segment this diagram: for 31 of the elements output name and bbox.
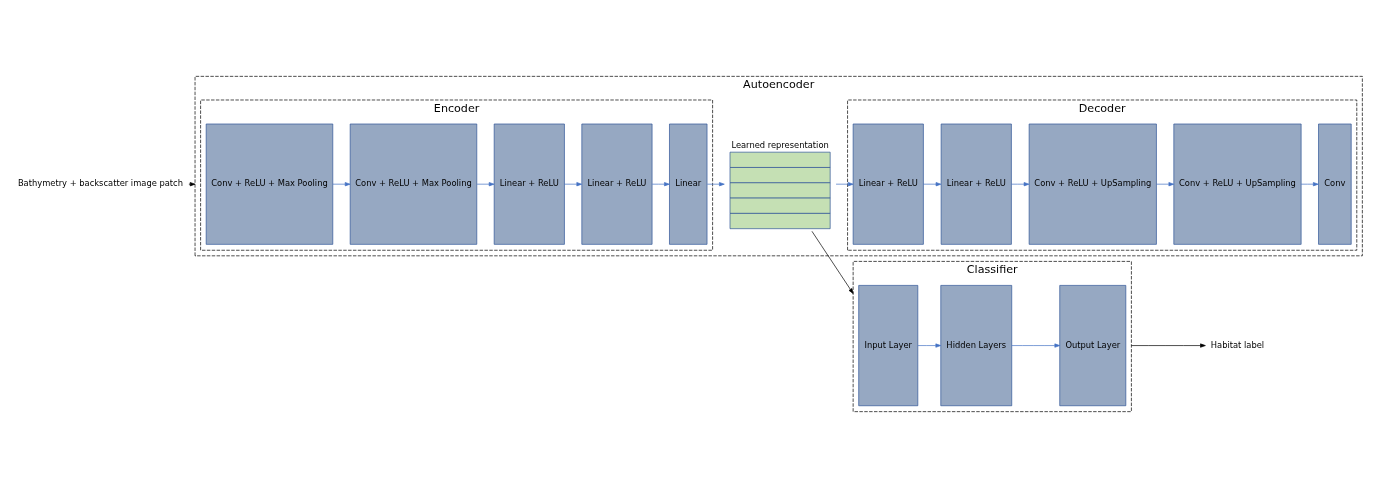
node-box: Conv <box>1318 123 1352 245</box>
arrow <box>332 181 351 186</box>
arrow <box>651 181 670 186</box>
arrow <box>476 181 495 186</box>
arrow <box>811 230 854 294</box>
node-box: Linear + ReLU <box>940 123 1012 245</box>
node-text: Habitat label <box>1210 339 1265 350</box>
arrow <box>1131 343 1206 348</box>
node-box: Conv + ReLU + Max Pooling <box>349 123 478 245</box>
node-box: Conv + ReLU + Max Pooling <box>205 123 334 245</box>
node-label: Learned representation <box>731 139 829 150</box>
arrow <box>564 181 582 186</box>
node-box: Conv + ReLU + UpSampling <box>1173 123 1302 245</box>
arrow <box>188 181 196 186</box>
arrow <box>1011 181 1030 186</box>
arrow <box>835 181 854 186</box>
arrow <box>1300 181 1319 186</box>
arrow <box>1011 343 1061 348</box>
node-box: Linear + ReLU <box>852 123 924 245</box>
arrow <box>1156 181 1175 186</box>
node-box: Output Layer <box>1059 284 1127 406</box>
arrow <box>706 181 725 186</box>
arrow <box>923 181 942 186</box>
node-box: Linear <box>669 123 708 245</box>
arrow <box>917 343 942 348</box>
node-box: Linear + ReLU <box>581 123 653 245</box>
node-text: Bathymetry + backscatter image patch <box>17 177 183 188</box>
node-box: Hidden Layers <box>940 284 1013 406</box>
node-box: Input Layer <box>858 284 919 406</box>
node-box: Linear + ReLU <box>493 123 565 245</box>
node-box: Conv + ReLU + UpSampling <box>1028 123 1157 245</box>
